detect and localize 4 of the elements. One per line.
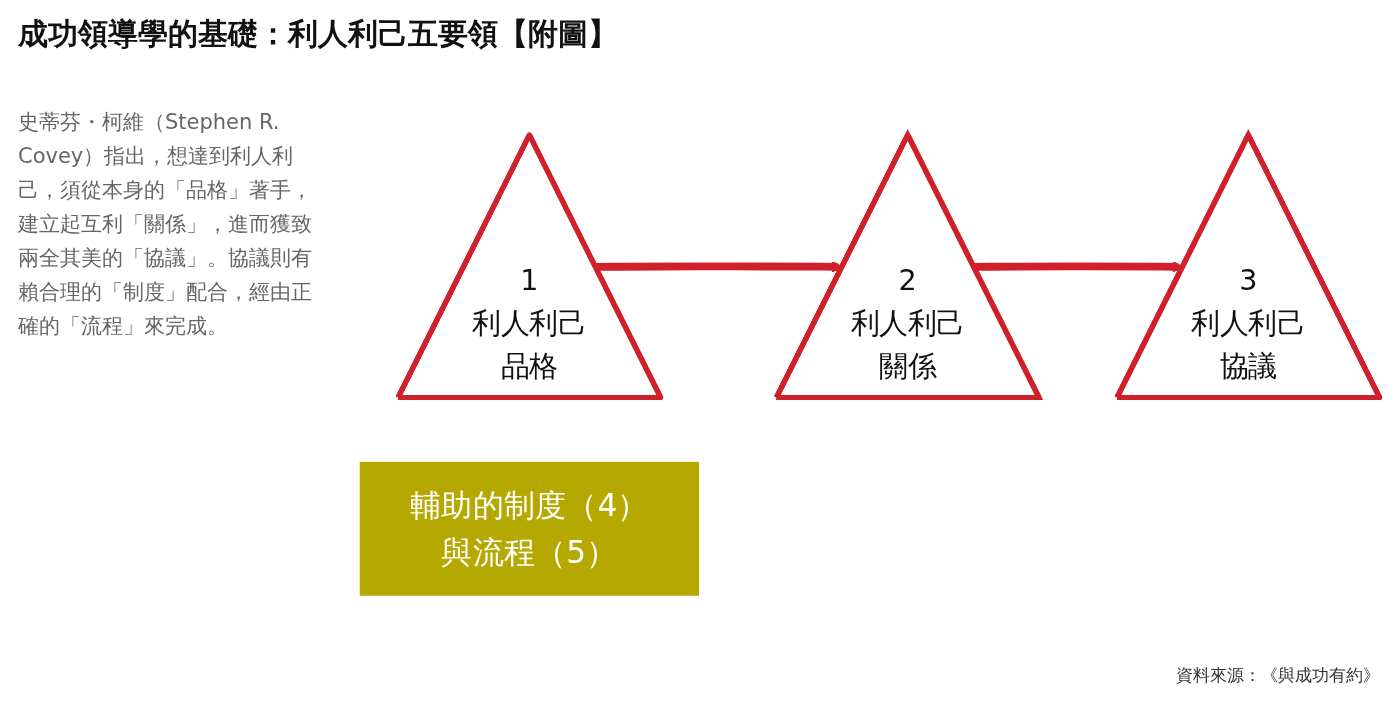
node-box: 輔助的制度（4）與流程（5） [359,461,700,596]
description-paragraph: 史蒂芬・柯維（Stephen R. Covey）指出，想達到利人利己，須從本身的「品格」著手，建立起互利「關係」，進而獲致兩全其美的「協議」。協議則有賴合理的「制度」配合，經由正確的「流程」來完成。 [18,109,313,340]
diagram-title: 成功領導學的基礎：利人利己五要領【附圖】 [18,15,618,53]
source-caption: 資料來源：《與成功有約》 [1176,664,1380,687]
